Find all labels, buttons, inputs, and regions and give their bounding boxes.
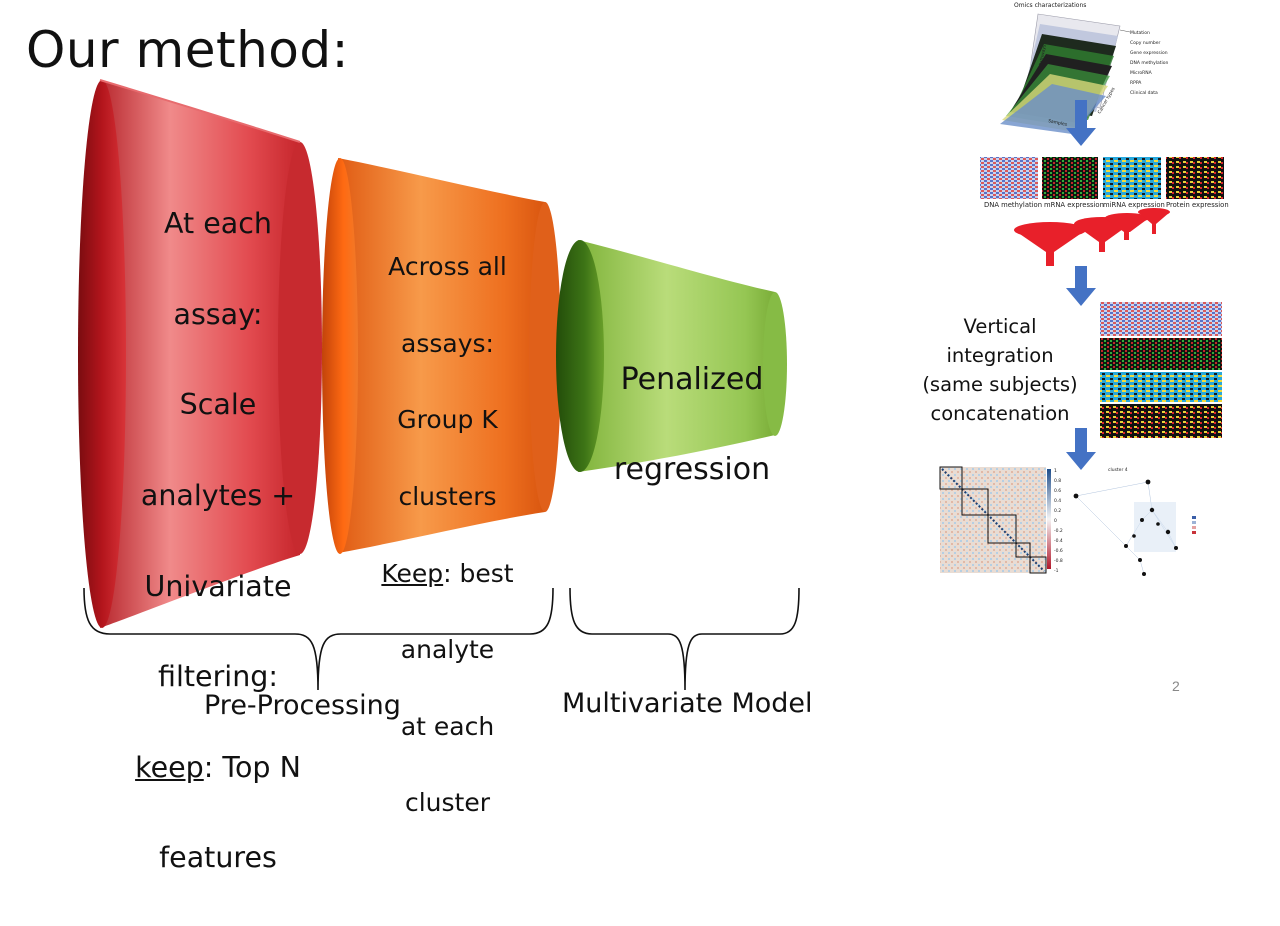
funnel-1-line: filtering: [158, 660, 278, 694]
colorbar-tick: 0.2 [1054, 508, 1061, 514]
integration-line: integration [946, 344, 1054, 367]
funnel-1-line: assay: [173, 297, 263, 331]
down-arrow-icon [1066, 266, 1096, 306]
assay-heatmaps: DNA methylation mRNA expression miRNA ex… [980, 157, 1229, 209]
colorbar-tick: 0 [1054, 518, 1057, 524]
funnel-2-line: assays: [401, 328, 494, 358]
network-graph: cluster 4 [1073, 467, 1196, 576]
omics-axis-samples: Samples [1048, 118, 1069, 128]
colorbar-tick: -0.8 [1054, 558, 1063, 564]
funnel-penalized-regression [556, 240, 787, 472]
keep-rest: : best [443, 558, 514, 588]
integration-text: Vertical integration (same subjects) con… [912, 312, 1088, 428]
keep-word: keep [135, 750, 204, 784]
funnel-3-text: Penalized regression [602, 312, 782, 537]
funnel-1-line: Univariate [144, 569, 292, 603]
filter-funnel-icon [1105, 213, 1149, 240]
assay-label: DNA methylation [984, 201, 1042, 209]
funnel-2-line: Across all [388, 252, 507, 282]
funnel-diagram [78, 79, 800, 691]
funnel-3-line: Penalized [620, 362, 764, 397]
colorbar-tick: -0.6 [1054, 548, 1063, 554]
colorbar-tick: -0.4 [1054, 538, 1063, 544]
funnel-2-keep-line: Keep: best [360, 555, 535, 593]
funnel-1-line: analytes + [140, 479, 296, 513]
brace-preprocessing [83, 587, 554, 691]
colorbar-tick: 0.4 [1054, 498, 1061, 504]
funnel-2-text: Across all assays: Group K clusters Keep… [360, 210, 535, 861]
down-arrows [1066, 100, 1096, 470]
funnel-2-line: analyte [400, 635, 495, 665]
funnel-2-line: clusters [398, 482, 497, 512]
funnel-1-text: At each assay: Scale analytes + Univaria… [118, 156, 318, 926]
down-arrow-icon [1066, 100, 1096, 146]
omics-layer-label: RPPA [1130, 80, 1142, 86]
network-header: cluster 4 [1108, 467, 1128, 473]
filter-funnel-icons [1014, 208, 1170, 266]
omics-layer-label: Clinical data [1130, 90, 1158, 96]
colorbar-tick: 0.8 [1054, 478, 1061, 484]
funnel-3-line: regression [613, 452, 771, 487]
omics-layer-label: DNA methylation [1130, 60, 1169, 66]
side-panel-figure: Omics characterizations Mutation Copy nu… [939, 2, 1229, 576]
omics-layer-label: MicroRNA [1130, 70, 1153, 76]
funnel-2-line: cluster [404, 788, 491, 818]
omics-header: Omics characterizations [1014, 2, 1086, 9]
slide-title: Our method: [26, 21, 349, 79]
funnel-cluster-selection [322, 158, 561, 554]
colorbar-tick: 0.6 [1054, 488, 1061, 494]
concatenated-heatmap [1100, 302, 1222, 438]
down-arrow-icon [1066, 428, 1096, 470]
integration-line: (same subjects) [922, 373, 1078, 396]
filter-funnel-icon [1138, 208, 1170, 234]
integration-line: Vertical [963, 315, 1037, 338]
funnel-2-line: Group K [397, 405, 498, 435]
colorbar-tick: 1 [1054, 468, 1057, 474]
brace-multivariate-model [569, 587, 800, 691]
omics-layer-label: Gene expression [1130, 50, 1168, 56]
funnel-1-keep-line: keep: Top N [118, 745, 318, 790]
funnel-1-line: Scale [179, 388, 257, 422]
funnel-1-line: features [159, 841, 277, 875]
assay-label: miRNA expression [1103, 201, 1165, 209]
omics-layer-label: Copy number [1130, 40, 1161, 46]
integration-line: concatenation [930, 402, 1070, 425]
filter-funnel-icon [1014, 222, 1086, 266]
preprocessing-label: Pre-Processing [204, 690, 401, 721]
correlation-matrix: 1 0.8 0.6 0.4 0.2 0 -0.2 -0.4 -0.6 -0.8 … [939, 466, 1063, 574]
colorbar-tick: -0.2 [1054, 528, 1063, 534]
funnel-1-line: At each [164, 207, 272, 241]
slide-number: 2 [1172, 678, 1180, 694]
colorbar-ticks: 1 0.8 0.6 0.4 0.2 0 -0.2 -0.4 -0.6 -0.8 … [1054, 468, 1063, 574]
multivariate-model-label: Multivariate Model [562, 688, 813, 719]
keep-rest: : Top N [203, 750, 301, 784]
colorbar-tick: -1 [1054, 568, 1059, 574]
omics-layer-label: Mutation [1130, 30, 1150, 36]
assay-label: mRNA expression [1044, 201, 1104, 209]
assay-label: Protein expression [1166, 201, 1229, 209]
omics-axis-pathways: Pathways [1038, 44, 1048, 67]
keep-word: Keep [381, 558, 444, 588]
funnel-assay-filtering [78, 79, 322, 628]
